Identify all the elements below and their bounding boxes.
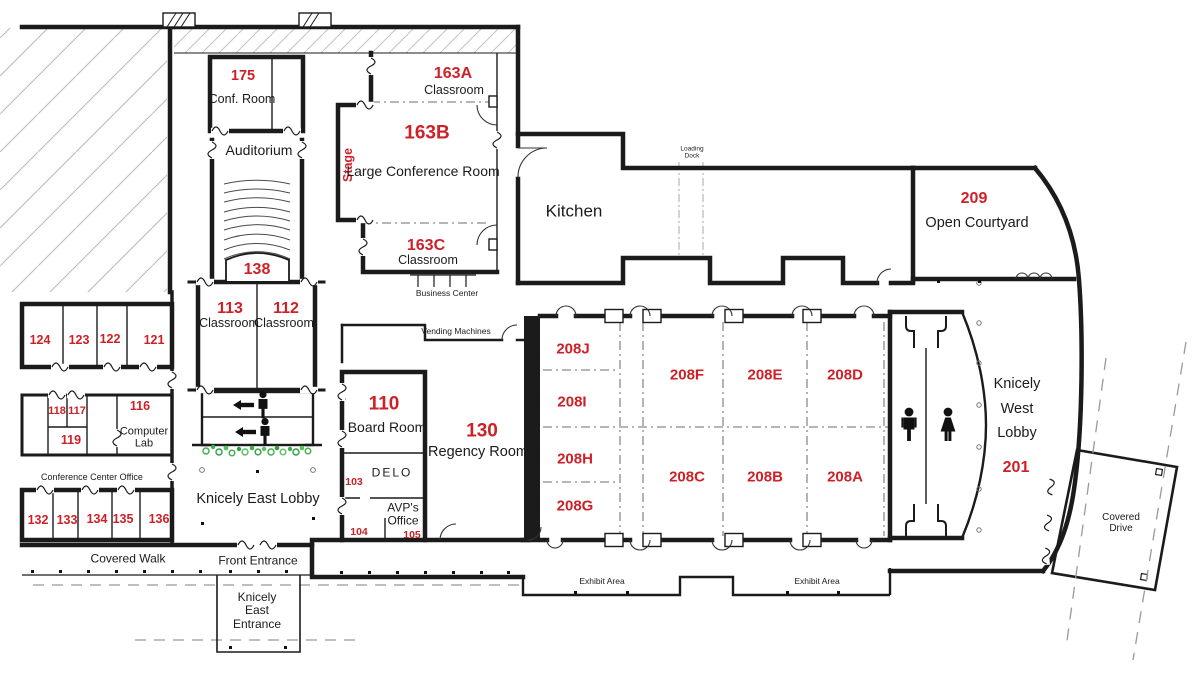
loading-dock-lines (678, 162, 704, 257)
hatched-area-offsite (0, 28, 518, 292)
walkway-dots (31, 570, 840, 594)
vending-machines-label: Vending Machines (421, 326, 491, 337)
room-201-number: 201 (1002, 459, 1030, 477)
drive-lane-dashes (1065, 341, 1187, 661)
room-208c-number: 208C (669, 468, 705, 486)
room-209-name: Open Courtyard (925, 214, 1029, 231)
loading-dock-label: Loading Dock (680, 145, 704, 160)
exhibit-area-west-label: Exhibit Area (579, 576, 625, 587)
room-208j-number: 208J (556, 340, 590, 358)
kitchen-label: Kitchen (545, 201, 603, 221)
column-markers (199, 280, 982, 649)
room-105-number: 105 (403, 529, 421, 542)
room-208f-number: 208F (669, 366, 705, 384)
computer-lab-label: Computer Lab (119, 425, 169, 450)
room-208e-number: 208E (747, 366, 783, 384)
room-121-number: 121 (143, 333, 165, 347)
stage-138-platform (225, 252, 290, 281)
door-arcs (342, 104, 1053, 551)
double-wall (524, 316, 540, 540)
room-133-number: 133 (56, 513, 78, 527)
room-130-name: Regency Room (428, 443, 528, 460)
room-209-number: 209 (960, 190, 988, 208)
room-208b-number: 208B (747, 468, 783, 486)
room-175-name: Conf. Room (208, 92, 276, 106)
room-112-name: Classroom (254, 316, 314, 330)
room-208d-number: 208D (827, 366, 863, 384)
room-163b-number: 163B (404, 122, 450, 144)
room-136-number: 136 (148, 512, 170, 526)
business-center-label: Business Center (415, 288, 479, 299)
room-163c-name: Classroom (398, 253, 458, 267)
room-112-number: 112 (273, 300, 299, 318)
knicely-east-lobby-label: Knicely East Lobby (196, 490, 320, 507)
room-104-number: 104 (350, 526, 368, 539)
room-130-number: 130 (466, 420, 498, 442)
planter-strip (202, 444, 312, 457)
room-110-number: 110 (368, 393, 400, 415)
room-208g-number: 208G (556, 497, 594, 515)
west-restroom-icons (901, 407, 956, 441)
room-103-number: 103 (345, 476, 363, 489)
room-132-number: 132 (27, 513, 49, 527)
room-208h-number: 208H (557, 450, 593, 468)
room-113-name: Classroom (199, 316, 259, 330)
room-208a-number: 208A (827, 468, 863, 486)
covered-drive-label: Covered Drive (1102, 511, 1140, 534)
room-175-number: 175 (230, 67, 256, 84)
room-122-number: 122 (99, 332, 121, 346)
knicely-west-lobby-label: Knicely West Lobby (993, 376, 1041, 442)
site-dashed-lines (33, 584, 520, 641)
walls-thin (22, 12, 988, 653)
room-117-number: 117 (68, 404, 86, 417)
exhibit-area-east-label: Exhibit Area (794, 576, 840, 587)
walls-thick (19, 24, 1084, 580)
room-163a-name: Classroom (424, 83, 484, 97)
room-118-number: 118 (48, 404, 66, 417)
auditorium-label: Auditorium (225, 142, 293, 159)
front-entrance-label: Front Entrance (218, 553, 298, 568)
knicely-east-entrance-label: Knicely East Entrance (232, 589, 282, 631)
room-138-number: 138 (243, 261, 271, 279)
room-119-number: 119 (60, 433, 82, 447)
room-163c-number: 163C (406, 237, 446, 255)
avp-office-label: AVP's Office (387, 500, 419, 528)
covered-walk-label: Covered Walk (90, 551, 166, 566)
room-135-number: 135 (112, 512, 134, 526)
delo-label: DELO (371, 465, 413, 480)
room-163a-number: 163A (433, 65, 473, 83)
east-restroom-icons (233, 390, 270, 446)
room-134-number: 134 (86, 512, 108, 526)
auditorium-seating (223, 179, 291, 260)
room-163b-name: Large Conference Room (346, 163, 500, 180)
room-123-number: 123 (68, 333, 90, 347)
room-110-name: Board Room (347, 419, 427, 436)
room-116-number: 116 (129, 399, 151, 413)
room-113-number: 113 (217, 300, 243, 318)
conference-center-office-label: Conference Center Office (41, 471, 143, 482)
room-124-number: 124 (29, 333, 51, 347)
movable-partition-lines (363, 101, 888, 536)
room-208i-number: 208I (557, 393, 587, 411)
